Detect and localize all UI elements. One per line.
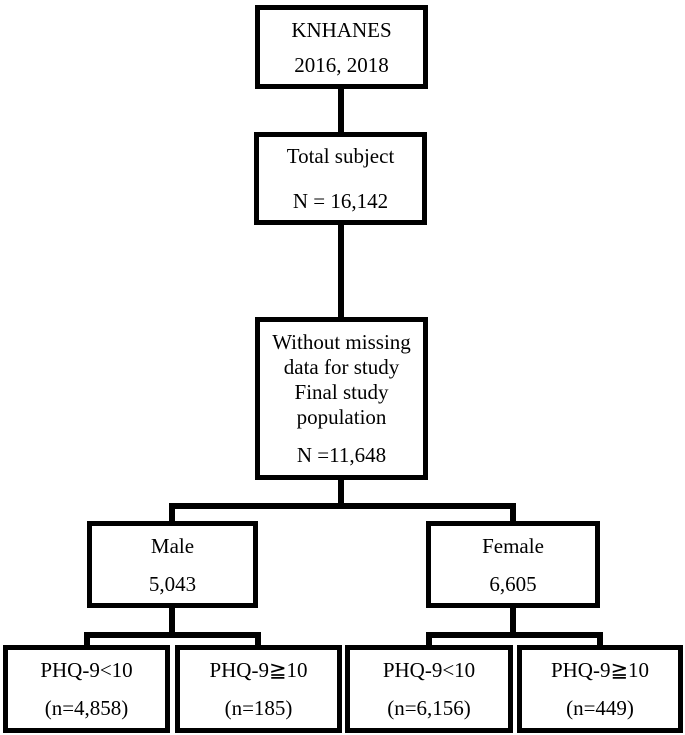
node-knhanes: KNHANES 2016, 2018 — [255, 5, 428, 89]
node-final-population: Without missing data for study Final stu… — [255, 317, 428, 480]
node-line: PHQ-9<10 — [382, 658, 476, 682]
bracket-male-children-split — [84, 632, 261, 647]
node-line: 2016, 2018 — [294, 52, 389, 77]
node-line: Total subject — [286, 144, 395, 168]
node-line: Male — [150, 533, 195, 558]
node-female-phq-lt10: PHQ-9<10 (n=6,156) — [345, 645, 513, 733]
node-line: (n=185) — [224, 696, 293, 720]
node-line: (n=4,858) — [44, 696, 129, 720]
node-line: (n=449) — [566, 696, 634, 720]
node-line: (n=6,156) — [387, 696, 471, 720]
bracket-female-children-split — [426, 632, 603, 647]
node-line: 5,043 — [148, 571, 197, 596]
connector-female-split — [510, 604, 516, 635]
node-line: PHQ-9≧10 — [209, 658, 308, 682]
connector-male-split — [169, 604, 175, 635]
node-line: population — [296, 404, 387, 429]
node-line: PHQ-9≧10 — [550, 658, 650, 682]
node-male-phq-lt10: PHQ-9<10 (n=4,858) — [3, 645, 170, 733]
node-male-phq-ge10: PHQ-9≧10 (n=185) — [175, 645, 342, 733]
node-line: Final study — [294, 379, 389, 404]
node-line: KNHANES — [291, 17, 392, 42]
node-count-line: N =11,648 — [296, 442, 387, 467]
node-line: PHQ-9<10 — [40, 658, 133, 682]
node-female: Female 6,605 — [426, 521, 600, 608]
node-line: Without missing — [272, 329, 411, 354]
node-male: Male 5,043 — [87, 521, 258, 608]
node-line: 6,605 — [489, 571, 537, 596]
connector-knhanes-total — [338, 86, 344, 136]
node-total-subject: Total subject N = 16,142 — [254, 132, 427, 225]
node-female-phq-ge10: PHQ-9≧10 (n=449) — [517, 645, 683, 733]
node-line: Female — [482, 533, 544, 558]
connector-final-split — [338, 478, 344, 506]
node-line: data for study — [283, 354, 400, 379]
bracket-male-female-split — [169, 503, 516, 523]
connector-total-final — [338, 222, 344, 320]
node-line: N = 16,142 — [292, 189, 389, 213]
